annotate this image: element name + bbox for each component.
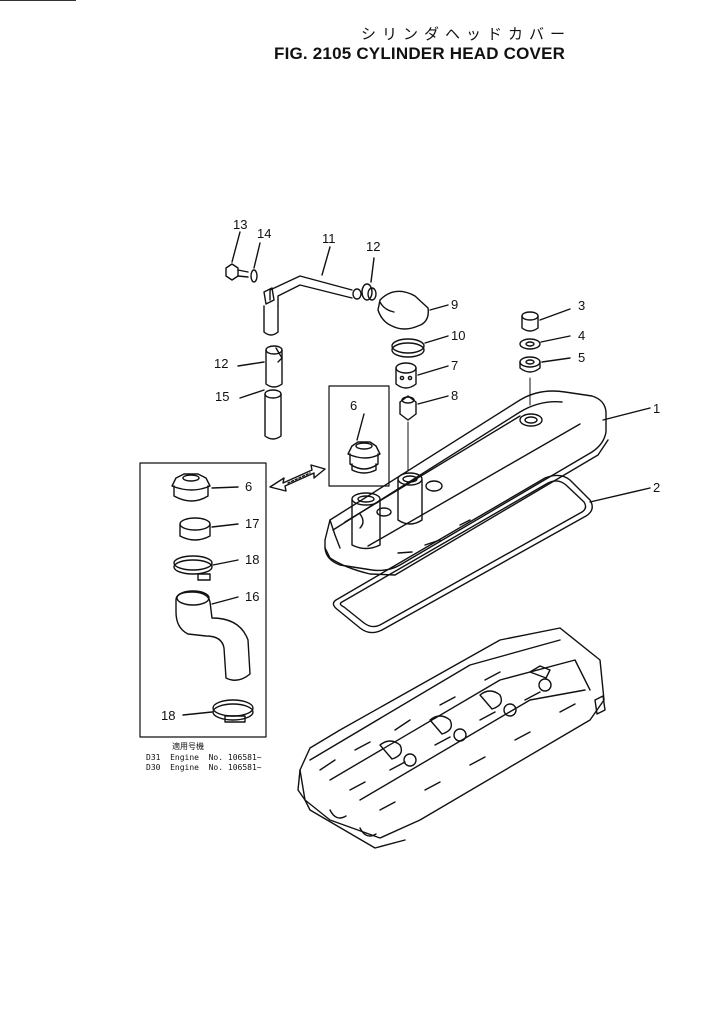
washer-4 — [519, 335, 571, 350]
serial-note-heading: 適用号機 — [172, 742, 204, 751]
figure-title: FIG. 2105 CYLINDER HEAD COVER — [274, 44, 566, 63]
elbow-hose-9 — [377, 290, 449, 330]
clip-12-upper — [361, 257, 377, 301]
callout-2: 2 — [653, 480, 661, 495]
breather-connector-8 — [399, 395, 449, 471]
callout-16: 16 — [245, 589, 260, 604]
callout-18-lower: 18 — [161, 708, 176, 723]
callout-8: 8 — [451, 388, 459, 403]
serial-note-row: D31 Engine No. 106581~ — [146, 753, 262, 762]
callout-11: 11 — [322, 231, 336, 246]
alternate-arrow — [269, 464, 326, 492]
leader-1 — [602, 407, 651, 421]
callout-15: 15 — [215, 389, 230, 404]
callout-7: 7 — [451, 358, 459, 373]
callout-1: 1 — [653, 401, 661, 416]
callout-13: 13 — [233, 217, 248, 232]
callout-9: 9 — [451, 297, 459, 312]
callout-5: 5 — [578, 350, 586, 365]
callout-12-lower: 12 — [214, 356, 229, 371]
callout-4: 4 — [578, 328, 586, 343]
tube-7 — [395, 362, 449, 389]
callout-6-center: 6 — [350, 398, 358, 413]
serial-note-row: D30 Engine No. 106581~ — [146, 763, 262, 772]
gasket — [332, 474, 593, 634]
washer-14 — [250, 242, 261, 283]
callout-17: 17 — [245, 516, 260, 531]
callout-12-upper: 12 — [366, 239, 381, 254]
clip-12-lower — [237, 345, 283, 388]
callout-6-box: 6 — [245, 479, 253, 494]
seal-5 — [519, 356, 571, 406]
alternate-parts-box — [139, 462, 267, 738]
callout-10: 10 — [451, 328, 466, 343]
callout-14: 14 — [257, 226, 272, 241]
breather-pipe-11 — [263, 246, 362, 307]
filler-cap-6-box — [328, 385, 390, 487]
figure-title-japanese: シリンダヘッドカバー — [361, 25, 572, 43]
bolt-13 — [225, 231, 249, 281]
plug-3 — [521, 308, 571, 332]
hose-15 — [239, 389, 282, 440]
leader-2 — [589, 487, 651, 503]
pipe-lower — [263, 305, 279, 336]
head-cover — [324, 390, 609, 576]
hose-clamp-10 — [391, 335, 449, 358]
cylinder-head — [297, 627, 606, 849]
top-rule — [0, 0, 76, 1]
callout-3: 3 — [578, 298, 586, 313]
callout-18-upper: 18 — [245, 552, 260, 567]
